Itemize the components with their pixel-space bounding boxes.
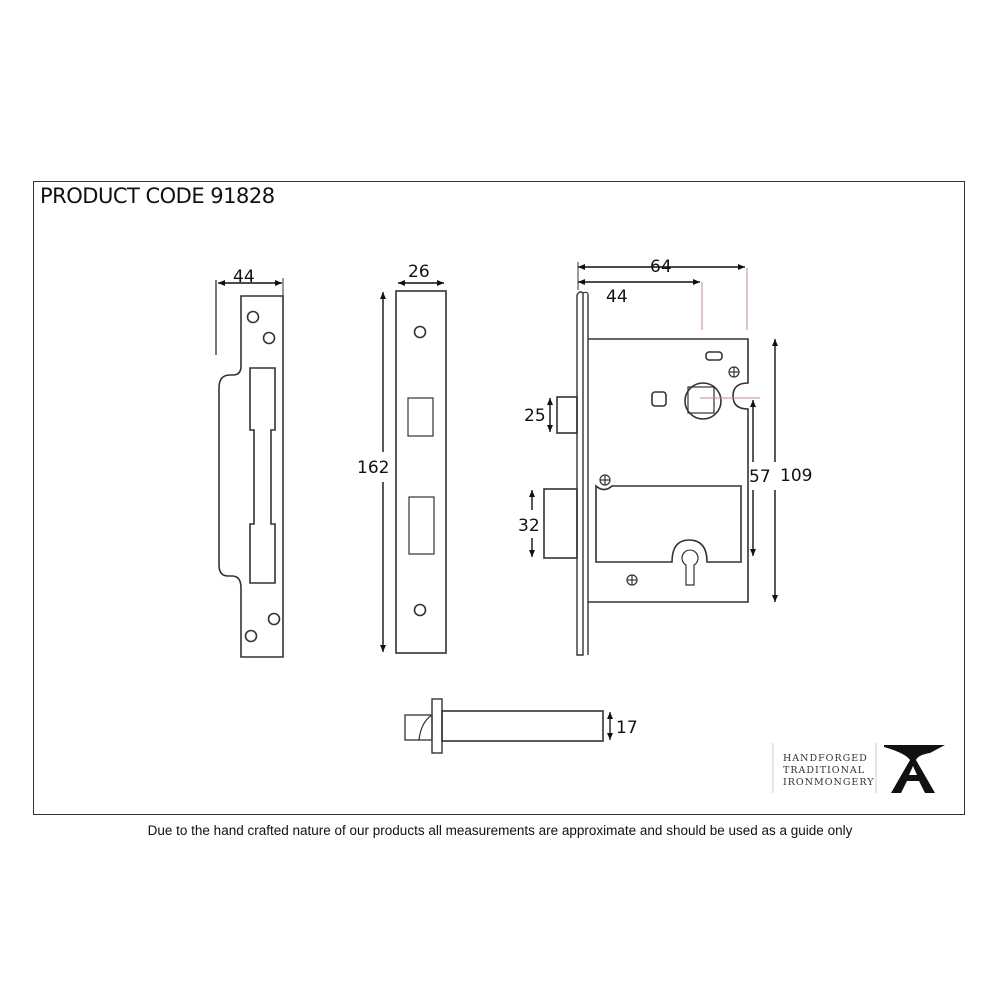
logo-line2: TRADITIONAL	[783, 765, 865, 776]
logo-line3: IRONMONGERY	[783, 777, 875, 788]
lock-depth-dim: 64	[650, 257, 672, 277]
case-height-dim: 109	[780, 466, 812, 486]
logo-line1: HANDFORGED	[783, 753, 868, 764]
anvil-a-icon	[884, 745, 945, 793]
forend-width-dim: 26	[408, 262, 430, 282]
deadbolt-height-dim: 32	[518, 516, 540, 536]
forend	[380, 280, 447, 654]
strike-width-dim: 44	[233, 267, 255, 287]
lock-backset-dim: 44	[606, 287, 628, 307]
centres-dim: 57	[749, 467, 771, 487]
lock-body	[529, 262, 778, 656]
drawing-frame	[33, 181, 965, 815]
forend-height-dim: 162	[357, 458, 389, 478]
product-code-title: PRODUCT CODE 91828	[40, 184, 275, 208]
measurement-disclaimer: Due to the hand crafted nature of our pr…	[147, 823, 853, 838]
spindle	[404, 698, 613, 754]
strike-plate	[215, 278, 284, 658]
latch-height-dim: 25	[524, 406, 546, 426]
spindle-dim: 17	[616, 718, 638, 738]
brand-logo: HANDFORGED TRADITIONAL IRONMONGERY	[772, 743, 945, 793]
